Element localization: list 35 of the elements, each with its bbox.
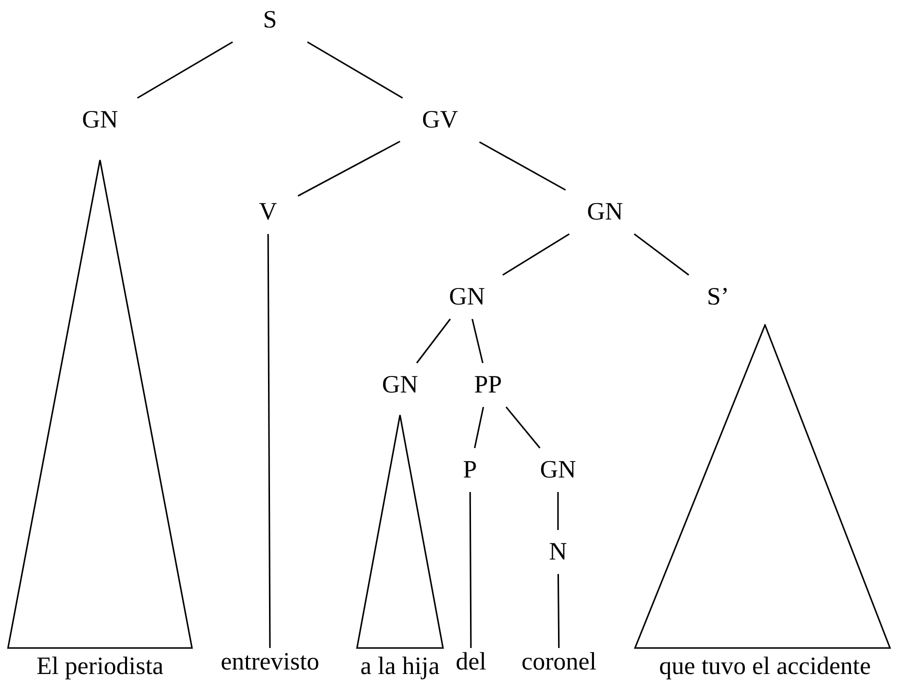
subtree-triangle [634,324,891,649]
tree-branch-line [416,318,451,364]
word-text: coronel [522,650,596,674]
tree-branch-line [469,492,472,648]
word-text: del [456,650,486,674]
category-label: S’ [706,284,730,310]
tree-branch-line [557,492,559,530]
category-label: GN [82,108,118,132]
tree-branch-line [557,574,560,648]
tree-branch-line [474,406,484,448]
tree-branch-line [472,318,484,364]
category-label: V [258,200,278,224]
category-label: GN [540,458,576,482]
word-text: a la hija [360,654,440,679]
tree-branch-line [267,234,271,648]
category-label: GN [382,372,418,398]
tree-branch-line [502,233,570,276]
category-label: N [548,540,568,564]
tree-branch-line [307,41,403,99]
category-label: GV [422,108,458,132]
subtree-triangle [7,159,193,649]
word-text: entrevisto [220,650,320,674]
category-label: PP [474,372,502,398]
tree-branch-line [506,406,540,448]
tree-branch-line [479,141,566,191]
tree-branch-line [634,233,690,276]
word-text: que tuvo el accidente [659,654,871,679]
tree-branch-line [298,140,400,197]
word-text: El periodista [36,654,164,679]
category-label: S [263,8,277,32]
tree-branch-line [137,41,233,99]
category-label: GN [448,284,486,310]
subtree-triangle [356,414,444,649]
category-label: GN [586,200,624,224]
category-label: P [463,458,477,482]
